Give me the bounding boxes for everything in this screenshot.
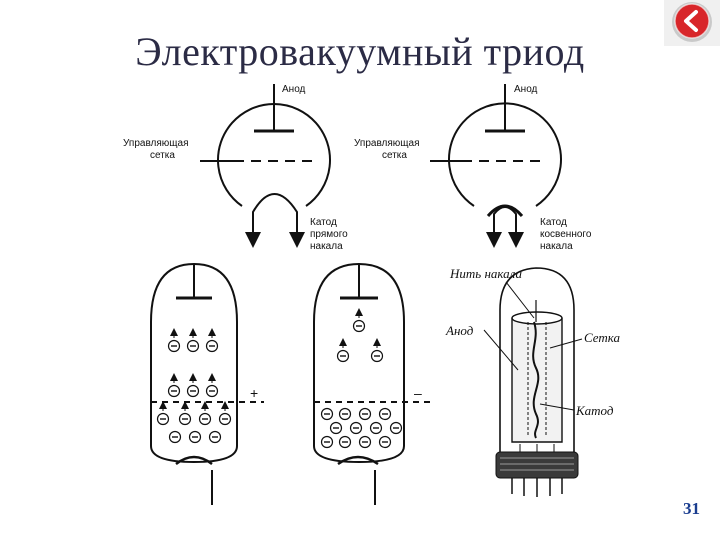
bulbB-electrons <box>320 308 403 449</box>
bulbA-cathode <box>175 455 213 466</box>
leader-filament <box>505 281 535 319</box>
bulb-negative-grid <box>313 262 430 505</box>
leader-anode <box>483 329 519 371</box>
tube1-cathode-label-2: прямого <box>310 229 348 240</box>
tube-indirect-heating <box>430 84 562 248</box>
bulb-positive-grid <box>150 262 264 505</box>
cutaway-grid-label: Сетка <box>584 330 621 345</box>
bulbA-electrons <box>156 328 232 444</box>
cutaway-grid-wires <box>527 322 547 436</box>
bulbB-cathode <box>337 455 379 466</box>
cutaway-anode <box>511 318 563 443</box>
cutaway-anode-label: Анод <box>445 323 474 338</box>
page-number: 31 <box>683 499 700 518</box>
cutaway-glass <box>499 267 575 452</box>
cutaway-cathode <box>532 321 540 439</box>
tube1-anode-label: Анод <box>282 84 306 95</box>
bulbA-grid-sign: + <box>250 385 258 401</box>
tube1-cathode-label-3: накала <box>310 241 343 252</box>
tube1-grid-label-1: Управляющая <box>123 138 188 149</box>
back-button[interactable] <box>664 0 720 46</box>
leader-cathode <box>539 403 575 411</box>
tube1-grid-label-2: сетка <box>150 150 175 161</box>
tube2-grid-label-2: сетка <box>382 150 407 161</box>
cutaway-filament-label: Нить накала <box>449 266 522 281</box>
tube2-anode-label: Анод <box>514 84 538 95</box>
tube2-cathode-label-2: косвенного <box>540 229 592 240</box>
tube2-cathode-label-1: Катод <box>540 217 567 228</box>
triode-cutaway <box>483 267 583 497</box>
slide-title: Электровакуумный триод <box>135 29 585 74</box>
cutaway-cathode-label: Катод <box>575 403 614 418</box>
bulbB-grid-sign: – <box>414 385 422 401</box>
tube2-cathode-label-3: накала <box>540 241 573 252</box>
leader-grid <box>549 338 583 349</box>
chevron-left-icon <box>664 0 720 46</box>
tube2-heater <box>493 206 517 224</box>
tube1-cathode-label-1: Катод <box>310 217 337 228</box>
bulbB-envelope <box>313 262 405 464</box>
tube2-grid-label-1: Управляющая <box>354 138 419 149</box>
tube1-filament <box>252 193 298 224</box>
cutaway-base <box>495 451 579 479</box>
tube-direct-heating <box>200 84 331 248</box>
